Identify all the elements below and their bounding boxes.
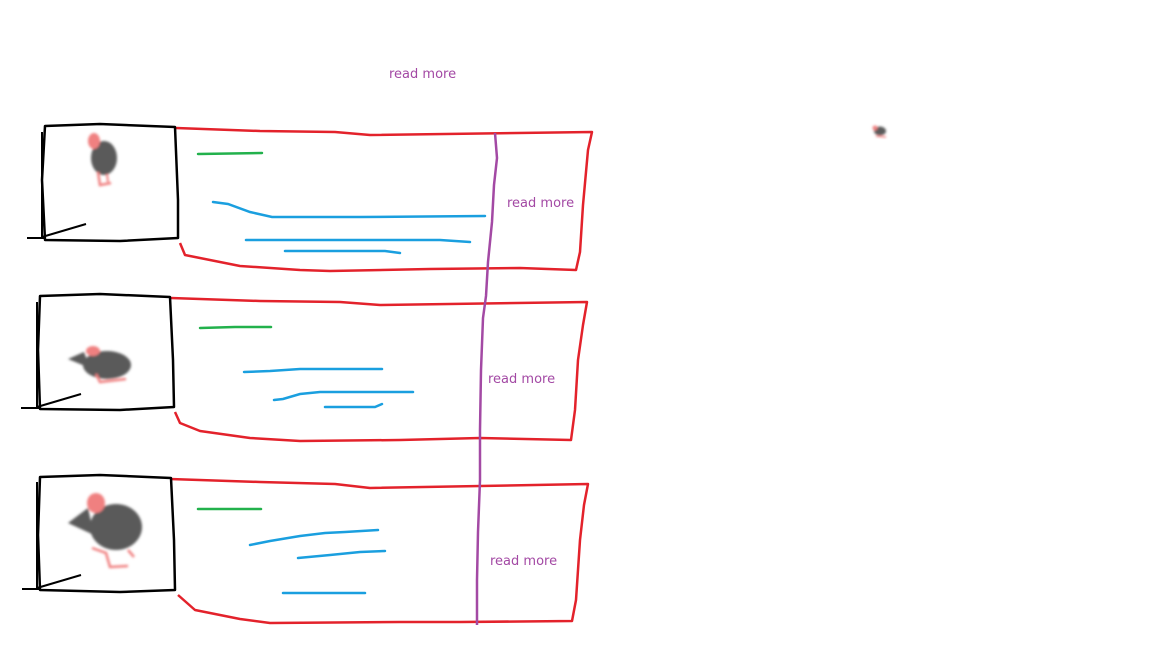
card-3-read-more-link[interactable]: read more [490,554,558,569]
card-1-text-line [283,249,402,255]
card-3-border [169,477,590,625]
card-1-text-line [244,238,472,244]
card-2-frame [36,292,176,412]
card-3-stand-icon [22,482,82,590]
card-1-stand-icon [27,132,87,239]
card-2-text-line [323,402,384,409]
card-2 [21,292,589,443]
card-2-read-more-link[interactable]: read more [488,372,556,387]
mouse-icon [88,133,117,187]
card-1-read-more-link[interactable]: read more [507,196,575,211]
card-3 [22,473,590,625]
card-3-thumbnail[interactable] [22,473,177,594]
card-2-title-line [198,325,273,330]
card-2-thumbnail[interactable] [21,292,176,412]
card-1-title-line [196,151,264,156]
mouse-icon [68,493,142,569]
floating-mouse-icon [872,125,887,138]
card-2-text-line [272,390,415,402]
card-1 [27,122,594,273]
read-more-divider [475,132,499,625]
card-3-frame [36,473,177,594]
card-1-thumbnail[interactable] [27,122,180,243]
card-1-text-line [211,200,487,219]
header-read-more-link[interactable]: read more [389,67,457,82]
card-3-text-line [296,549,387,560]
card-2-stand-icon [21,302,82,409]
card-2-border [170,296,589,443]
card-1-border [175,126,594,273]
card-3-text-line [248,528,380,547]
card-2-text-line [242,367,384,374]
mouse-icon [68,346,131,384]
